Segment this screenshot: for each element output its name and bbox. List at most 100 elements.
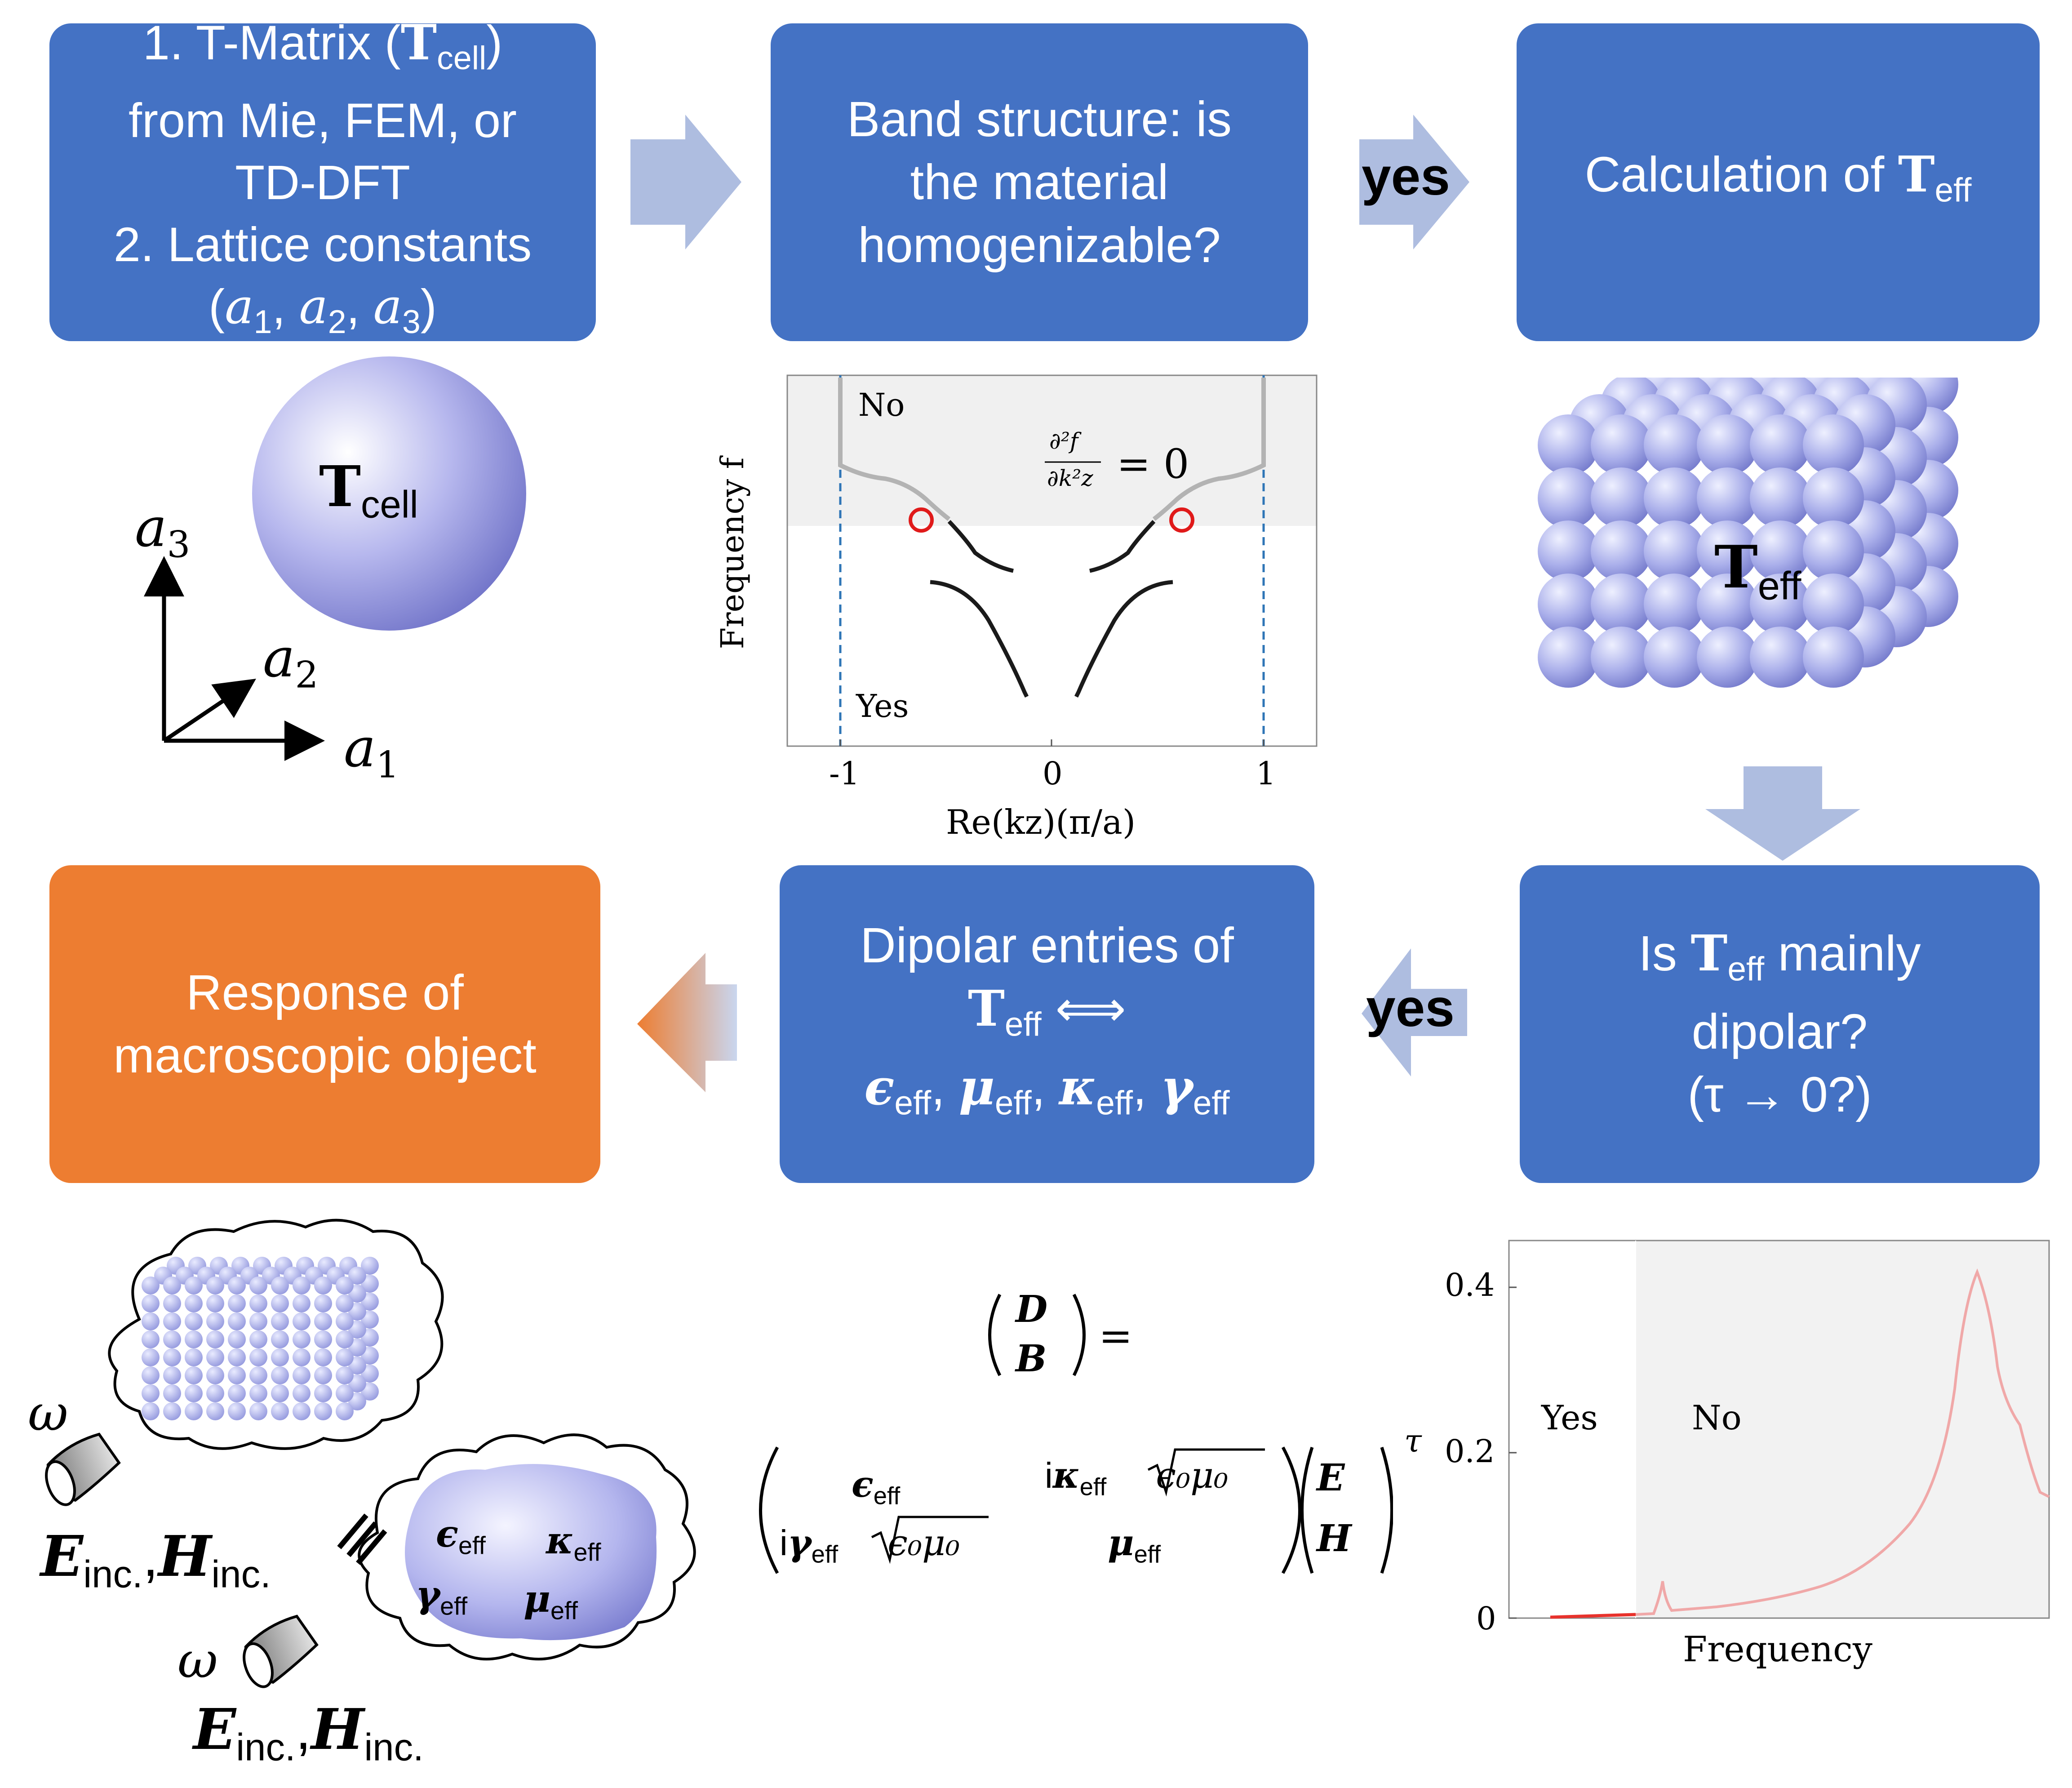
lattice-sphere bbox=[1644, 520, 1705, 582]
a2-sub: 2 bbox=[328, 303, 346, 340]
H-field: H bbox=[158, 1524, 212, 1589]
mini-lattice-sphere bbox=[314, 1330, 332, 1348]
lattice-sphere bbox=[1803, 467, 1864, 529]
mini-lattice-sphere bbox=[249, 1277, 267, 1294]
sphere-layer bbox=[144, 356, 526, 761]
input-line2: from Mie, FEM, or bbox=[128, 93, 517, 147]
H-field: H bbox=[311, 1697, 364, 1762]
mini-lattice-sphere bbox=[293, 1277, 311, 1294]
band-line3: homogenizable? bbox=[858, 217, 1221, 273]
eff: eff bbox=[873, 1482, 901, 1510]
sep: , bbox=[272, 279, 299, 334]
mini-lattice-sphere bbox=[336, 1312, 354, 1330]
response-line1: Response of bbox=[186, 965, 464, 1020]
eff: eff bbox=[440, 1592, 468, 1620]
mu: μ bbox=[958, 1058, 995, 1116]
mini-lattice-sphere bbox=[163, 1384, 181, 1402]
mini-lattice-sphere bbox=[163, 1277, 181, 1294]
band-ylabel: Frequency f bbox=[714, 457, 751, 649]
a3: a bbox=[373, 278, 403, 335]
eff: eff bbox=[1079, 1473, 1107, 1501]
eff: eff bbox=[811, 1540, 839, 1568]
eff: eff bbox=[550, 1597, 578, 1625]
mini-lattice-sphere bbox=[271, 1384, 289, 1402]
dc-line2: dipolar? bbox=[1691, 1004, 1868, 1059]
teff-symbol: T bbox=[1714, 533, 1758, 601]
tau-xlabel: Frequency bbox=[1683, 1629, 1872, 1670]
equation-brackets bbox=[759, 1294, 1393, 1574]
a2-sub: 2 bbox=[295, 654, 319, 697]
mini-lattice-sphere bbox=[228, 1366, 246, 1384]
eff: eff bbox=[458, 1531, 486, 1560]
a1-sub: 1 bbox=[376, 743, 399, 787]
band-no-label: No bbox=[858, 387, 905, 423]
mini-lattice-sphere bbox=[271, 1312, 289, 1330]
mini-lattice-sphere bbox=[271, 1330, 289, 1348]
inflection-marker-right bbox=[1169, 507, 1194, 533]
lattice-sphere bbox=[1538, 467, 1599, 529]
sqrt-arg: ϵ₀μ₀ bbox=[1156, 1454, 1229, 1496]
matrix-paren-right bbox=[1281, 1446, 1301, 1574]
condition-denominator: ∂k²z bbox=[1047, 465, 1093, 491]
mini-lattice-sphere bbox=[361, 1257, 379, 1275]
lattice-constants: (a1, a2, a3) bbox=[209, 276, 437, 353]
band-yes-label: Yes bbox=[856, 688, 909, 725]
lattice-sphere bbox=[1750, 627, 1811, 688]
mini-lattice-sphere bbox=[185, 1384, 203, 1402]
axis-a2 bbox=[163, 678, 256, 743]
lattice-sphere bbox=[1644, 467, 1705, 529]
mini-lattice-sphere bbox=[228, 1384, 246, 1402]
mini-lattice-sphere bbox=[185, 1330, 203, 1348]
eff: eff bbox=[1193, 1083, 1230, 1121]
teff-symbol: T bbox=[1898, 145, 1935, 204]
band-lower-left-1 bbox=[947, 520, 1014, 573]
band-chart bbox=[786, 374, 1318, 747]
teff-cube bbox=[1538, 378, 1958, 688]
mini-lattice-sphere bbox=[293, 1348, 311, 1366]
eff: eff bbox=[1134, 1540, 1161, 1568]
lattice-sphere bbox=[1803, 574, 1864, 635]
effective-parameters: ϵeff, μeff, κeff, γeff bbox=[864, 1056, 1229, 1134]
kappa: κ bbox=[1059, 1058, 1096, 1116]
kappa: κ bbox=[546, 1519, 574, 1562]
mu: μ bbox=[524, 1578, 551, 1621]
input-line4: 2. Lattice constants bbox=[113, 217, 532, 271]
sphere-label: Tcell bbox=[319, 454, 418, 527]
lattice-sphere bbox=[1697, 520, 1758, 582]
tcell-symbol: T bbox=[319, 454, 361, 520]
lattice-sphere bbox=[1591, 520, 1652, 582]
axis-a3-label: a3 bbox=[135, 497, 190, 566]
rhs-E: E bbox=[1317, 1456, 1345, 1499]
sqrt-sign-m12 bbox=[1147, 1448, 1265, 1497]
horn-icon-bottom bbox=[243, 1615, 319, 1688]
lattice-sphere bbox=[1803, 520, 1864, 582]
eff: eff bbox=[894, 1083, 932, 1121]
band-upper-right bbox=[1152, 378, 1266, 521]
teff-sub: eff bbox=[1934, 171, 1972, 209]
a3: a bbox=[135, 497, 167, 559]
mini-lattice-sphere bbox=[206, 1402, 224, 1420]
lattice-sphere bbox=[1750, 414, 1811, 476]
tcell-sub: cell bbox=[361, 483, 418, 526]
mini-lattice-sphere bbox=[163, 1366, 181, 1384]
rhs-H: H bbox=[1317, 1517, 1352, 1560]
mini-lattice-sphere bbox=[228, 1294, 246, 1312]
axis-a2-label: a2 bbox=[263, 627, 318, 696]
gamma: γ bbox=[787, 1521, 812, 1564]
horn-icon-top bbox=[45, 1432, 121, 1506]
inc: inc. bbox=[83, 1553, 143, 1596]
lattice-sphere bbox=[1538, 627, 1599, 688]
mini-lattice-sphere bbox=[206, 1348, 224, 1366]
mini-lattice-sphere bbox=[336, 1330, 354, 1348]
fields-top: Einc.,Hinc. bbox=[40, 1524, 271, 1597]
a1: a bbox=[344, 717, 376, 779]
paren-open: ( bbox=[209, 279, 225, 334]
lhs-B: B bbox=[1016, 1337, 1047, 1380]
lattice-sphere bbox=[1538, 414, 1599, 476]
mini-lattice-sphere bbox=[314, 1277, 332, 1294]
mini-lattice-sphere bbox=[249, 1312, 267, 1330]
tau-yes-label: Yes bbox=[1541, 1398, 1598, 1437]
mini-lattice-sphere bbox=[271, 1402, 289, 1420]
omega-top: ω bbox=[28, 1384, 68, 1442]
